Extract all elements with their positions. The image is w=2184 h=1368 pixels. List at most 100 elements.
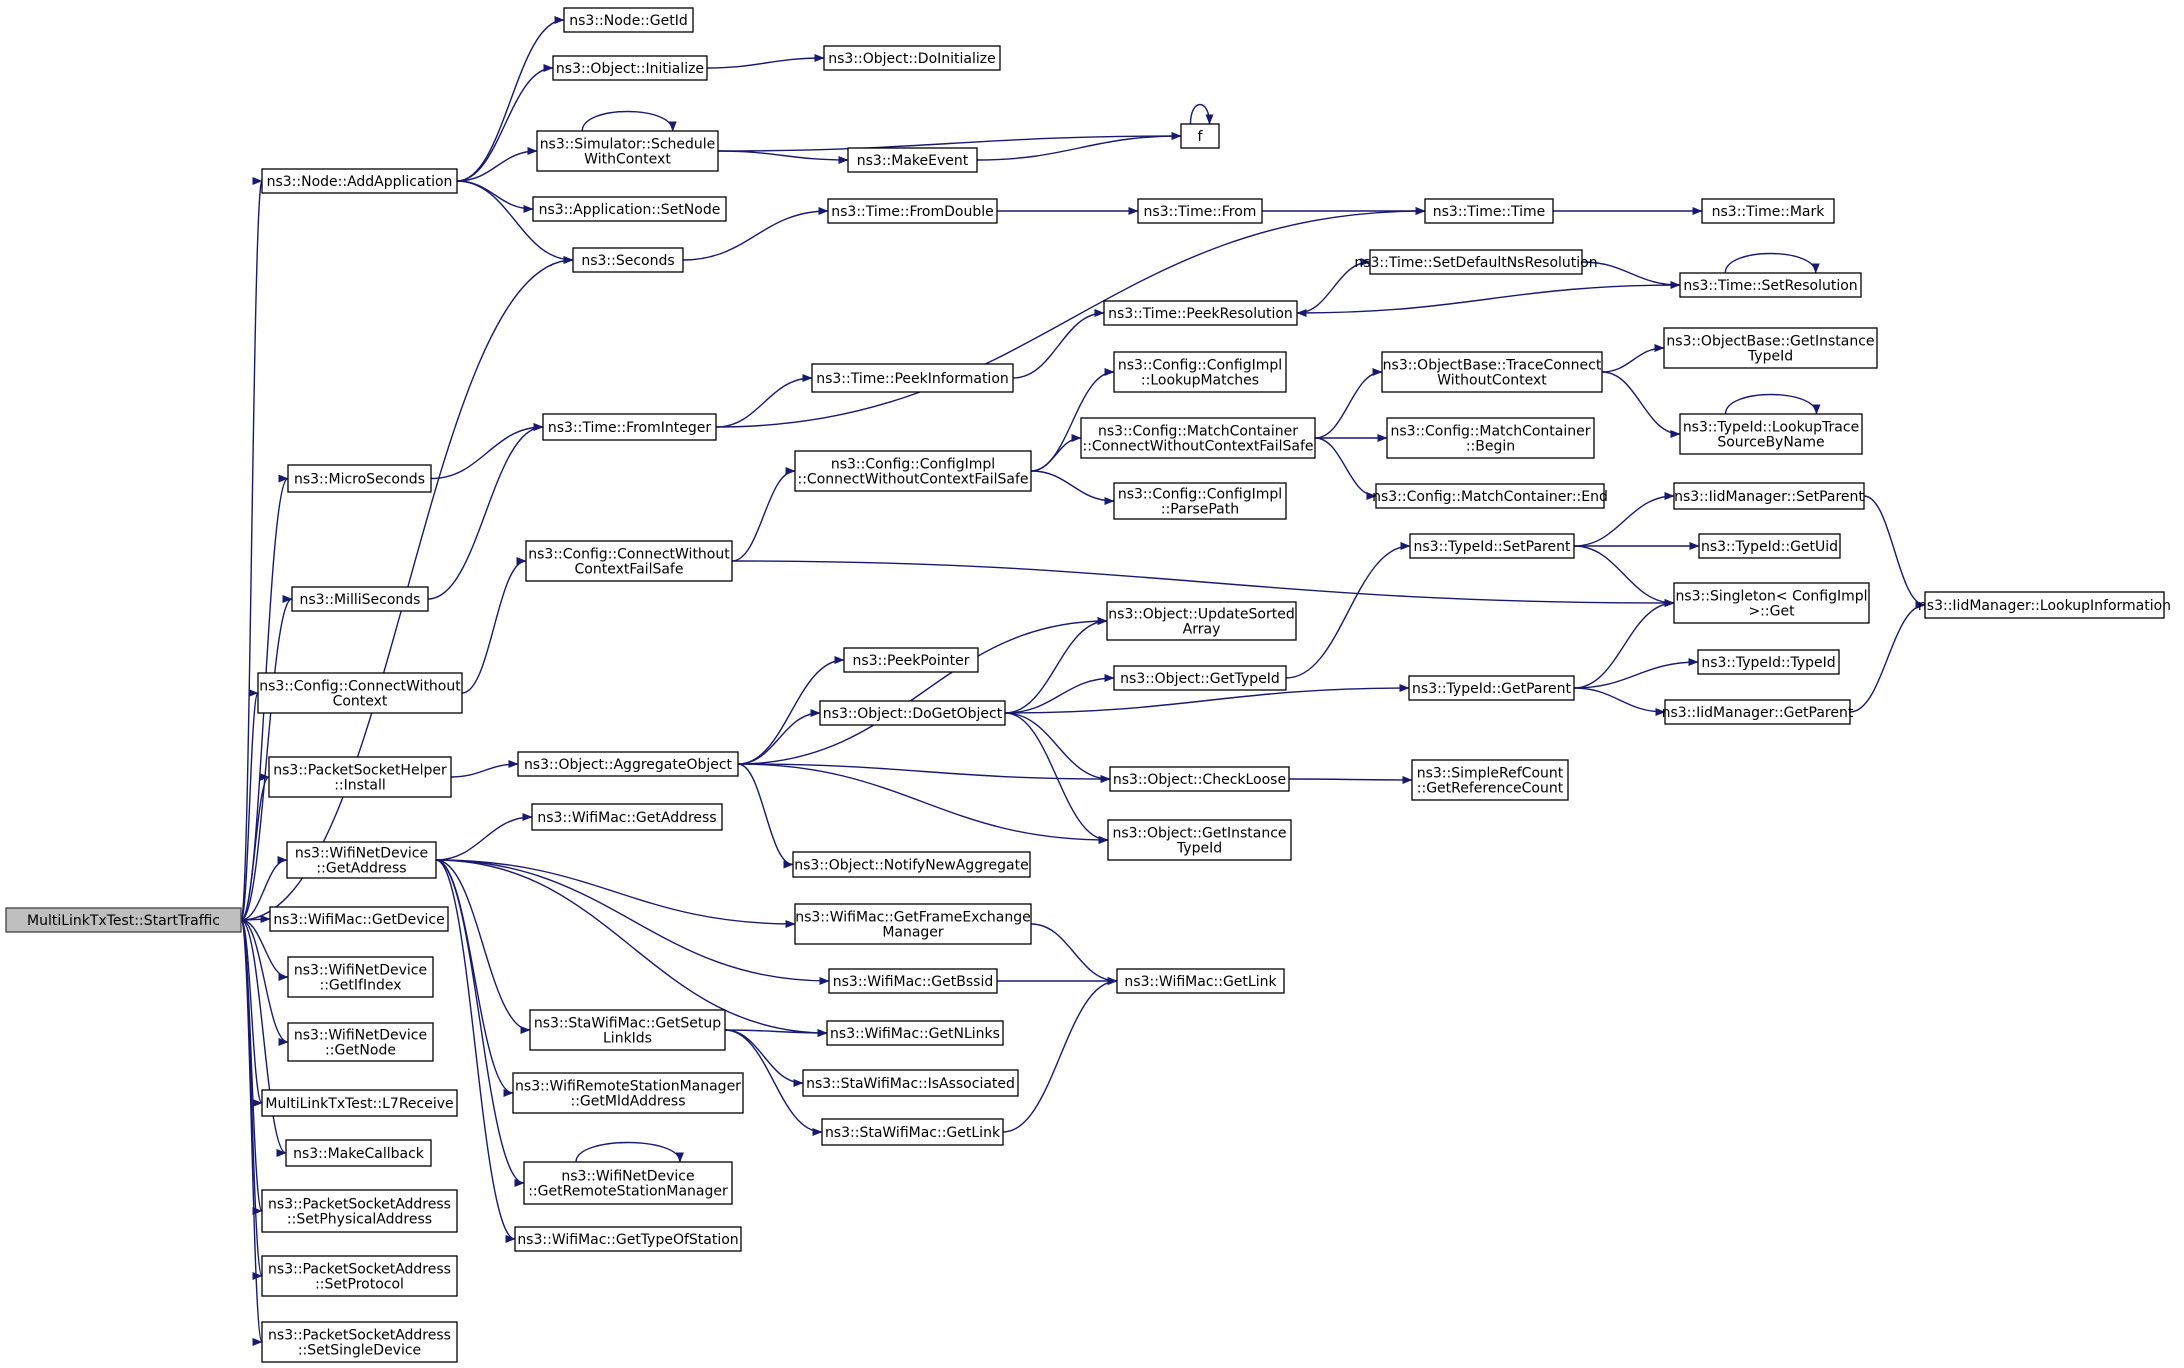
node-appsetnode[interactable]: ns3::Application::SetNode [532,196,727,222]
node-box [1107,819,1292,861]
function-nodes: MultiLinkTxTest::StartTraffic ns3::Node::… [5,7,2171,1363]
node-box [827,198,998,224]
node-setdefns[interactable]: ns3::Time::SetDefaultNsResolution [1354,249,1598,275]
edge-aggobj-to-checkloose [737,763,1111,783]
node-wmgetdevice[interactable]: ns3::WifiMac::GetDevice [269,906,449,932]
node-parsepath[interactable]: ns3::Config::ConfigImpl::ParsePath [1113,482,1287,520]
node-box [261,1255,458,1297]
edge-setres-to-setres [1724,252,1820,274]
node-label: ::ConnectWithoutContextFailSafe [1082,439,1313,455]
node-tidgetparent[interactable]: ns3::TypeId::GetParent [1408,675,1575,701]
node-getrsm[interactable]: ns3::WifiNetDevice::GetRemoteStationMana… [523,1161,733,1205]
node-label: ns3::IidManager::GetParent [1662,705,1854,721]
node-box [532,196,727,222]
node-peekptr[interactable]: ns3::PeekPointer [843,647,979,673]
edge-setdefns-to-setres [1581,261,1681,289]
node-singleton[interactable]: ns3::Singleton< ConfigImpl >::Get [1673,582,1870,624]
node-setphys[interactable]: ns3::PacketSocketAddress::SetPhysicalAdd… [261,1189,458,1233]
node-iidlookupinfo[interactable]: ns3::IidManager::LookupInformation [1918,591,2171,619]
node-cicwcfs[interactable]: ns3::Config::ConfigImpl::ConnectWithoutC… [794,450,1032,492]
node-makecb[interactable]: ns3::MakeCallback [285,1139,432,1167]
node-label: ns3::Seconds [581,253,674,269]
node-objinit[interactable]: ns3::Object::Initialize [552,55,708,81]
node-checkloose[interactable]: ns3::Object::CheckLoose [1109,766,1290,792]
node-wndgetaddr[interactable]: ns3::WifiNetDevice::GetAddress [286,841,437,879]
node-mcbegin[interactable]: ns3::Config::MatchContainer::Begin [1386,417,1595,459]
node-notifyagg[interactable]: ns3::Object::NotifyNewAggregate [792,851,1031,878]
node-label: ns3::WifiNetDevice [295,846,428,862]
node-aggobj[interactable]: ns3::Object::AggregateObject [517,751,739,777]
node-stagetlink[interactable]: ns3::StaWifiMac::GetLink [821,1118,1004,1146]
node-milli[interactable]: ns3::MilliSeconds [291,586,429,612]
node-getrefcount[interactable]: ns3::SimpleRefCount::GetReferenceCount [1411,759,1569,801]
node-tidsetparent[interactable]: ns3::TypeId::SetParent [1409,533,1575,559]
node-addapp[interactable]: ns3::Node::AddApplication [261,168,458,194]
node-ccwcfs[interactable]: ns3::Config::ConnectWithoutContextFailSa… [525,540,733,582]
node-ccwc[interactable]: ns3::Config::ConnectWithoutContext [257,672,463,714]
node-timefrom[interactable]: ns3::Time::From [1137,198,1263,224]
node-getifindex[interactable]: ns3::WifiNetDevice::GetIfIndex [287,956,434,998]
node-label: ns3::PacketSocketHelper [273,763,447,779]
node-box [1137,198,1263,224]
node-box [269,906,449,932]
edge-tidgetparent-to-iidgetparent [1573,687,1666,716]
node-box [847,147,978,173]
node-label: ns3::MilliSeconds [300,592,421,608]
node-setsingle[interactable]: ns3::PacketSocketAddress::SetSingleDevic… [261,1321,458,1363]
node-timemark[interactable]: ns3::Time::Mark [1701,198,1835,224]
node-fromint[interactable]: ns3::Time::FromInteger [542,413,717,441]
node-box [1664,699,1851,725]
node-wmgetlink[interactable]: ns3::WifiMac::GetLink [1116,968,1285,994]
node-tidtypeid[interactable]: ns3::TypeId::TypeId [1697,649,1840,675]
node-peekinfo[interactable]: ns3::Time::PeekInformation [811,363,1014,393]
node-doinit[interactable]: ns3::Object::DoInitialize [823,45,1001,71]
edge-root-to-ccwc [240,689,259,921]
node-peekres[interactable]: ns3::Time::PeekResolution [1103,300,1298,326]
edge-stagetsetup-to-getnlinks [724,1028,828,1037]
node-mccwcfs[interactable]: ns3::Config::MatchContainer::ConnectWith… [1080,417,1316,459]
node-makeevent[interactable]: ns3::MakeEvent [847,147,978,173]
node-timetime[interactable]: ns3::Time::Time [1424,198,1554,224]
node-box [811,363,1014,393]
node-dogetobj[interactable]: ns3::Object::DoGetObject [819,700,1006,726]
node-label: ns3::WifiNetDevice [294,963,427,979]
node-getnlinks[interactable]: ns3::WifiMac::GetNLinks [826,1020,1004,1046]
node-box [1116,968,1285,994]
node-pshinstall[interactable]: ns3::PacketSocketHelper::Install [268,756,452,798]
node-wmgetaddr[interactable]: ns3::WifiMac::GetAddress [531,803,723,831]
node-setproto[interactable]: ns3::PacketSocketAddress::SetProtocol [261,1255,458,1297]
node-box [523,1161,733,1205]
node-iidgetparent[interactable]: ns3::IidManager::GetParent [1662,699,1854,725]
node-root[interactable]: MultiLinkTxTest::StartTraffic [5,907,242,933]
node-label: ns3::Singleton< ConfigImpl [1675,589,1867,605]
node-getid[interactable]: ns3::Node::GetId [563,7,694,33]
node-l7recv[interactable]: MultiLinkTxTest::L7Receive [261,1089,458,1117]
node-getbssid[interactable]: ns3::WifiMac::GetBssid [828,968,998,994]
node-seconds[interactable]: ns3::Seconds [572,247,684,273]
node-objgettypeid[interactable]: ns3::Object::GetTypeId [1113,665,1287,691]
node-gettypeofsta[interactable]: ns3::WifiMac::GetTypeOfStation [514,1226,742,1252]
node-mcend[interactable]: ns3::Config::MatchContainer::End [1372,483,1608,509]
node-getnode[interactable]: ns3::WifiNetDevice::GetNode [287,1022,434,1062]
node-fromdouble[interactable]: ns3::Time::FromDouble [827,198,998,224]
node-micro[interactable]: ns3::MicroSeconds [287,464,432,493]
node-label: ns3::WifiMac::GetAddress [537,810,716,826]
node-iidsetparent[interactable]: ns3::IidManager::SetParent [1673,482,1865,510]
node-lookupmatches[interactable]: ns3::Config::ConfigImpl::LookupMatches [1113,351,1287,393]
node-label: ns3::MicroSeconds [294,472,425,488]
node-setres[interactable]: ns3::Time::SetResolution [1679,272,1862,298]
edge-dogetobj-to-objgettypeid [1004,674,1115,714]
node-label: ns3::StaWifiMac::IsAssociated [806,1076,1015,1092]
node-traceconn[interactable]: ns3::ObjectBase::TraceConnectWithoutCont… [1381,351,1603,393]
node-getmld[interactable]: ns3::WifiRemoteStationManager::GetMldAdd… [512,1072,744,1114]
node-isassoc[interactable]: ns3::StaWifiMac::IsAssociated [802,1069,1019,1097]
node-f[interactable]: f [1180,123,1220,149]
node-tidgetuid[interactable]: ns3::TypeId::GetUid [1698,533,1841,559]
